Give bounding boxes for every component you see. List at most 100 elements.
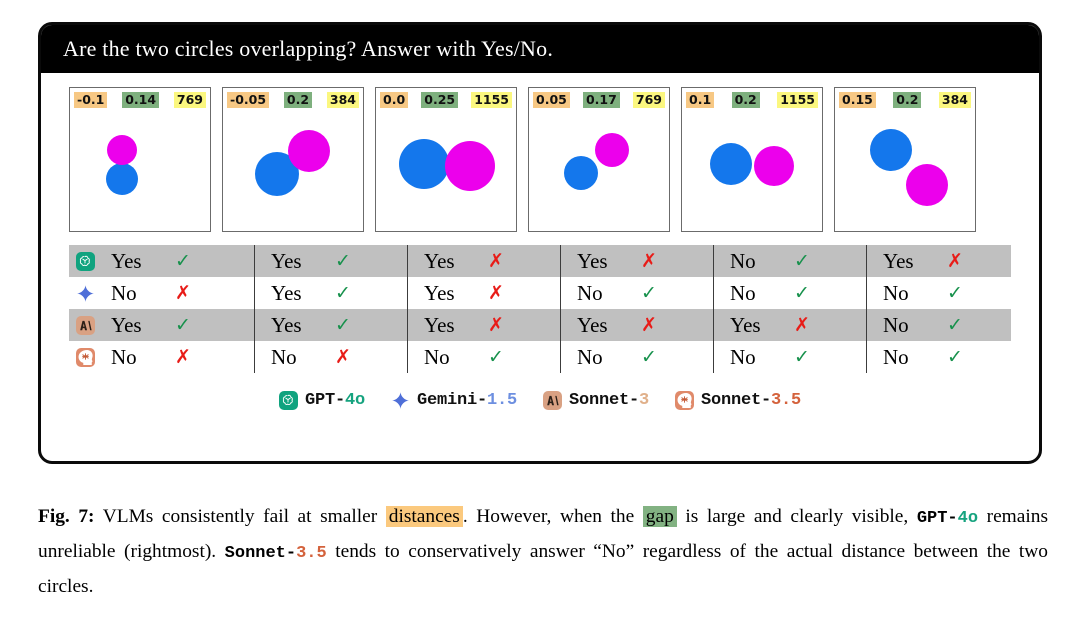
badge-distance: -0.1: [74, 92, 108, 108]
answer-cell: No ✓: [866, 309, 1019, 341]
answer-text: No: [883, 280, 909, 305]
badge-distance: 0.0: [380, 92, 409, 108]
caption-mono-sonnet-version: 3.5: [296, 544, 327, 563]
answer-cell: No ✓: [407, 341, 560, 373]
circle-magenta: [754, 146, 794, 186]
answer-cell: Yes✗: [407, 245, 560, 277]
answer-text: No: [111, 344, 137, 369]
answer-cell: Yes ✓: [254, 245, 407, 277]
openai-logo-icon: [278, 390, 298, 410]
correct-mark-icon: ✓: [175, 249, 191, 272]
answer-text: Yes: [730, 312, 761, 337]
legend-label-base: Gemini-: [416, 390, 487, 410]
legend-item: GPT-4o: [278, 390, 365, 410]
circle-blue: [106, 163, 138, 195]
badge-distance: 0.15: [839, 92, 876, 108]
answer-cell: Yes✗: [560, 245, 713, 277]
openai-logo-icon: [75, 251, 95, 271]
anthropic-logo-icon: [543, 390, 562, 410]
circle-magenta: [107, 135, 137, 165]
legend-label-version: 1.5: [486, 390, 517, 410]
correct-mark-icon: ✓: [488, 345, 504, 368]
answer-text: No: [424, 344, 450, 369]
panel-badges: 0.15 0.2 384: [839, 92, 971, 108]
legend-item: Gemini-1.5: [391, 391, 517, 410]
answer-text: Yes: [111, 248, 142, 273]
answer-row: No✗Yes✓Yes✗No✓No✓No✓: [69, 277, 1011, 309]
badge-distance: 0.05: [533, 92, 570, 108]
badge-area: 1155: [471, 92, 512, 108]
caption-mono-gpt: GPT-4o: [917, 509, 978, 528]
wrong-mark-icon: ✗: [488, 281, 504, 304]
model-icon-cell: [69, 245, 101, 277]
wrong-mark-icon: ✗: [175, 281, 191, 304]
answer-cell: No✓: [560, 341, 713, 373]
caption-part-3: is large and clearly visible,: [676, 506, 917, 527]
legend-label-version: 3.5: [771, 390, 802, 410]
caption-part-4: remains unreliable (rightmost).: [38, 506, 1048, 562]
wrong-mark-icon: ✗: [335, 345, 351, 368]
badge-area: 384: [326, 92, 359, 108]
legend-item: Sonnet-3.5: [675, 390, 802, 410]
legend-label: GPT-4o: [305, 391, 365, 410]
correct-mark-icon: ✓: [175, 313, 191, 336]
badge-radius: 0.2: [283, 92, 313, 108]
wrong-mark-icon: ✗: [794, 313, 810, 336]
brain-head-icon: [75, 347, 95, 367]
badge-radius: 0.2: [731, 92, 760, 108]
answer-text: Yes: [111, 312, 142, 337]
correct-mark-icon: ✓: [794, 345, 810, 368]
answer-text: Yes: [271, 312, 302, 337]
caption-label: Fig. 7:: [38, 506, 95, 527]
wrong-mark-icon: ✗: [641, 249, 657, 272]
answer-text: No: [730, 344, 756, 369]
answer-text: No: [111, 280, 137, 305]
badge-radius: 0.14: [122, 92, 160, 108]
answer-cell: Yes✗: [866, 245, 1019, 277]
caption-highlight-gap: gap: [642, 506, 677, 527]
badge-area: 384: [938, 92, 971, 108]
answer-cell: Yes ✓: [101, 245, 254, 277]
answer-text: No: [883, 344, 909, 369]
circle-blue: [710, 143, 752, 185]
answer-row: Yes✓Yes✓Yes✗Yes✗No✓Yes✗: [69, 245, 1011, 277]
correct-mark-icon: ✓: [335, 249, 351, 272]
legend-label: Gemini-1.5: [417, 391, 517, 410]
answer-text: No: [577, 280, 603, 305]
legend-label-base: Sonnet-: [701, 390, 772, 410]
answer-text: No: [883, 312, 909, 337]
legend-label-base: Sonnet-: [569, 390, 640, 410]
caption-part-2: . However, when the: [462, 506, 643, 527]
model-icon-cell: [69, 341, 101, 373]
model-icon-cell: [69, 309, 101, 341]
circle-blue: [870, 129, 912, 171]
legend-label-base: GPT-: [304, 390, 345, 410]
gemini-star-icon: [76, 284, 95, 303]
answer-cell: Yes✗: [407, 277, 560, 309]
correct-mark-icon: ✓: [947, 313, 963, 336]
caption-part-1: VLMs consistently fail at smaller: [94, 506, 386, 527]
caption-part-5: tends to conservatively answer “No” rega…: [38, 541, 1048, 597]
correct-mark-icon: ✓: [794, 249, 810, 272]
correct-mark-icon: ✓: [641, 281, 657, 304]
answer-text: Yes: [424, 248, 455, 273]
correct-mark-icon: ✓: [641, 345, 657, 368]
stimulus-panel: 0.15 0.2 384: [834, 87, 976, 232]
badge-radius: 0.17: [582, 92, 620, 108]
answer-text: Yes: [577, 312, 608, 337]
correct-mark-icon: ✓: [947, 345, 963, 368]
wrong-mark-icon: ✗: [488, 313, 504, 336]
answer-cell: No ✓: [866, 341, 1019, 373]
circle-blue: [399, 139, 449, 189]
answer-text: Yes: [271, 248, 302, 273]
circle-magenta: [906, 164, 948, 206]
anthropic-logo-icon: [75, 315, 95, 335]
badge-radius: 0.2: [893, 92, 922, 108]
answer-cell: No ✗: [101, 277, 254, 309]
figure-caption: Fig. 7: VLMs consistently fail at smalle…: [38, 500, 1048, 603]
answer-row: No✗No✗No✓No✓No✓No✓: [69, 341, 1011, 373]
caption-highlight-distances: distances: [385, 506, 463, 527]
